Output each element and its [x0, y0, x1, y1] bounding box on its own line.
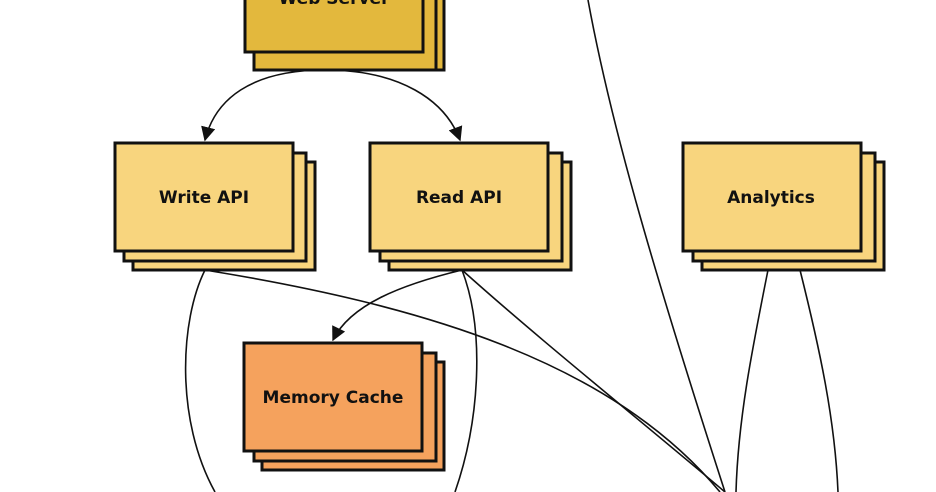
memory-cache-node: Memory Cache [242, 341, 446, 472]
connectors [184, 0, 839, 492]
edge-top-to-bottom-right [587, 0, 726, 492]
edge-webserver-readapi [324, 69, 463, 142]
write-api-label: Write API [159, 188, 249, 208]
edge-analytics-bottom-right [799, 269, 839, 492]
edge-analytics-bottom-left [735, 269, 769, 492]
analytics-label: Analytics [727, 188, 815, 208]
edge-readapi-loop-down [454, 269, 478, 492]
memory-cache-label: Memory Cache [263, 388, 404, 408]
read-api-node: Read API [368, 141, 573, 272]
web-server-label: Web Server [279, 0, 391, 9]
edge-readapi-bottom-right [461, 269, 726, 492]
edge-writeapi-loop-left [184, 269, 216, 492]
edge-webserver-writeapi [201, 69, 326, 142]
web-server-node: Web Server [243, 0, 446, 72]
analytics-node: Analytics [681, 141, 886, 272]
edge-readapi-memorycache [332, 269, 463, 342]
write-api-node: Write API [113, 141, 317, 272]
read-api-label: Read API [416, 188, 502, 208]
edge-writeapi-bottom-right [204, 269, 721, 492]
